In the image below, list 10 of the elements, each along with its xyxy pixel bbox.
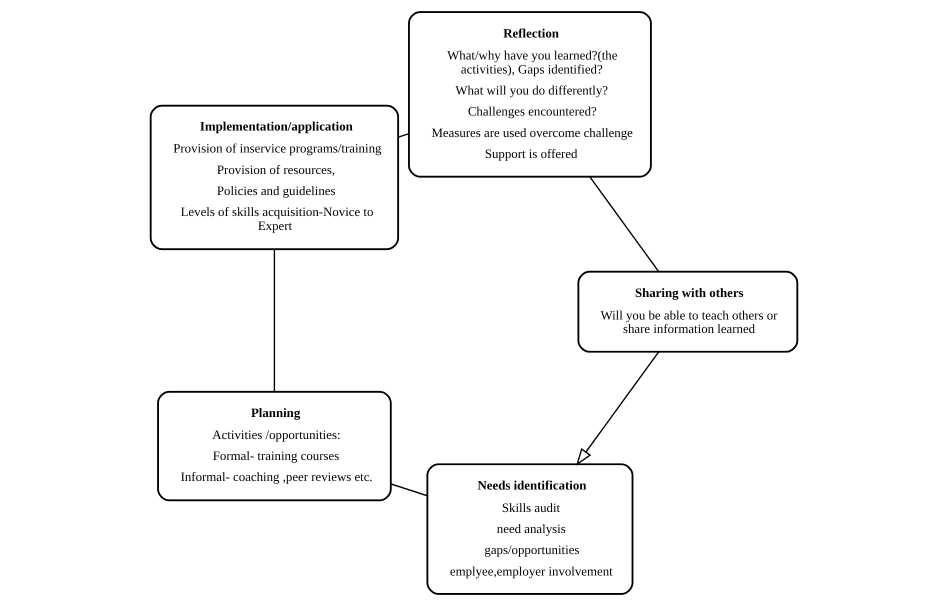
node-box: Reflection What/why have you learned?(the activities), Gaps identified? What will you do differently? Challenges encountered? Measures are used overcome challenge Support is offered bbox=[408, 11, 652, 178]
connector bbox=[589, 176, 660, 272]
node-box: Sharing with others Will you be able to teach others or share information learned bbox=[577, 270, 798, 353]
connector bbox=[390, 483, 428, 496]
arrow bbox=[576, 351, 660, 466]
node-box: Planning Activities /opportunities: Formal- training courses Informal- coaching ,peer reviews etc. bbox=[157, 390, 392, 502]
connector bbox=[274, 249, 276, 392]
node-box: Implementation/application Provision of inservice programs/training Provision of resources, Policies and guidelines Levels of skills acquisition-Novice to Expert bbox=[150, 104, 400, 250]
node-box: Needs identification Skills audit need analysis gaps/opportunities emplyee,employer involvement bbox=[426, 463, 634, 595]
connector bbox=[398, 133, 409, 138]
